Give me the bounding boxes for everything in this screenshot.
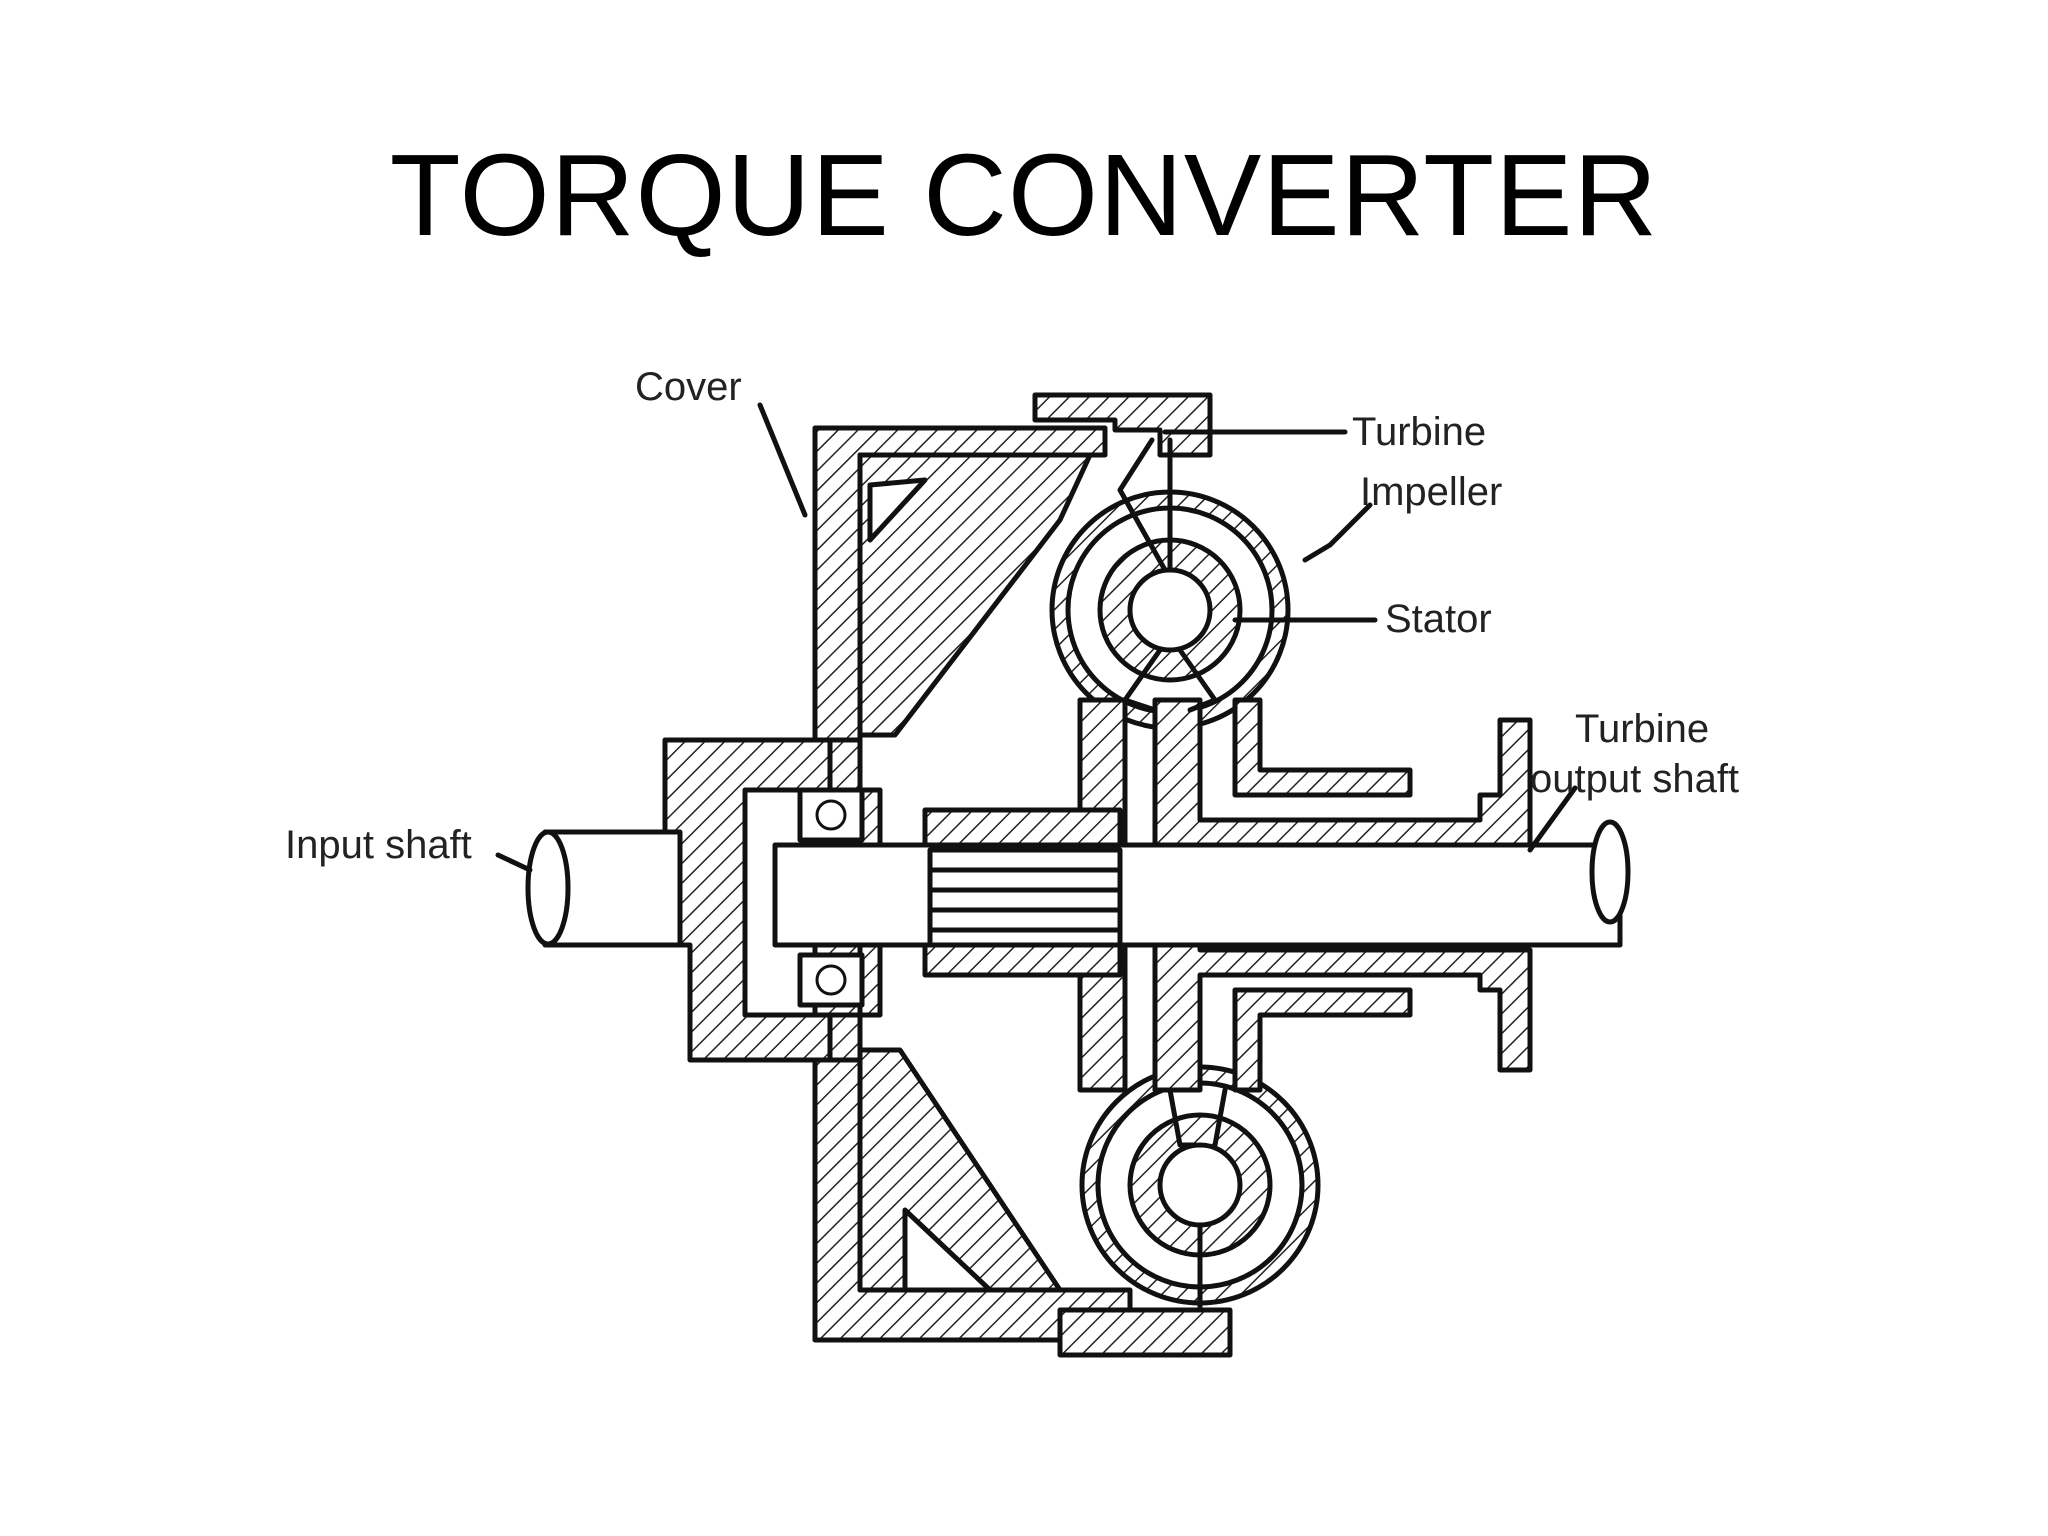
label-turbine-output-shaft-line1: Turbine (1575, 707, 1709, 751)
impeller-housing-bottom (1057, 1064, 1321, 1358)
label-stator: Stator (1385, 597, 1492, 641)
label-turbine: Turbine (1352, 410, 1486, 454)
vanes-bottom (1167, 1087, 1228, 1313)
bearing-upper (797, 787, 865, 843)
turbine-web (1077, 697, 1533, 1093)
bearing-lower (797, 952, 865, 1008)
input-shaft (525, 829, 683, 948)
cover-housing (662, 425, 1133, 1343)
label-impeller: Impeller (1360, 470, 1502, 514)
vanes-top (1117, 437, 1218, 713)
label-turbine-output-shaft-line2: output shaft (1530, 757, 1739, 801)
label-input-shaft: Input shaft (285, 823, 472, 867)
leader-lines (495, 402, 1578, 873)
slide-title: TORQUE CONVERTER (389, 130, 1659, 260)
output-shaft (772, 807, 1631, 978)
label-cover: Cover (635, 365, 742, 409)
